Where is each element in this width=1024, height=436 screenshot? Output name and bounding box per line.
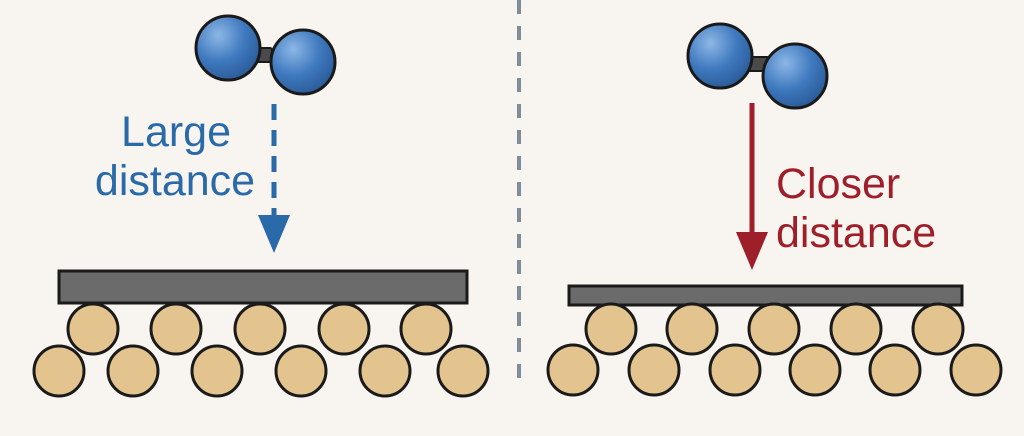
molecule-atom xyxy=(761,42,829,110)
right-label-line1: Closer xyxy=(776,160,900,208)
right-label-line2: distance xyxy=(776,209,936,257)
left-distance-arrow xyxy=(258,104,290,253)
substrate-atom xyxy=(399,302,453,356)
substrate-atom xyxy=(233,302,287,356)
right-panel: Closer distance xyxy=(546,22,1003,397)
substrate-atom xyxy=(829,302,883,356)
substrate-atom xyxy=(274,344,328,398)
substrate-atom xyxy=(868,343,922,397)
molecule-atom xyxy=(686,22,754,90)
substrate-atom xyxy=(627,343,681,397)
right-surface-layer xyxy=(567,284,964,307)
substrate-atom xyxy=(949,343,1003,397)
substrate-atom xyxy=(190,344,244,398)
right-distance-arrow xyxy=(736,103,768,270)
left-label: Large distance xyxy=(95,108,255,205)
right-label: Closer distance xyxy=(776,160,936,257)
substrate-atom xyxy=(317,302,371,356)
right-molecule xyxy=(686,22,829,110)
substrate-atom xyxy=(546,343,600,397)
substrate-atom xyxy=(436,344,490,398)
right-substrate xyxy=(546,302,1003,397)
substrate-atom xyxy=(149,302,203,356)
left-panel: Large distance xyxy=(32,14,490,398)
molecule-atom xyxy=(269,28,337,96)
substrate-atom xyxy=(788,343,842,397)
left-surface-layer xyxy=(57,269,469,305)
substrate-atom xyxy=(32,344,86,398)
left-molecule xyxy=(194,14,337,96)
left-label-line1: Large xyxy=(121,108,231,156)
substrate-atom xyxy=(747,302,801,356)
molecule-atom xyxy=(194,14,262,82)
substrate-atom xyxy=(708,343,762,397)
substrate-atom xyxy=(665,302,719,356)
substrate-atom xyxy=(66,302,120,356)
left-label-line2: distance xyxy=(95,157,255,205)
substrate-atom xyxy=(911,302,965,356)
left-substrate xyxy=(32,302,490,398)
substrate-atom xyxy=(358,344,412,398)
substrate-atom xyxy=(106,344,160,398)
substrate-atom xyxy=(584,302,638,356)
